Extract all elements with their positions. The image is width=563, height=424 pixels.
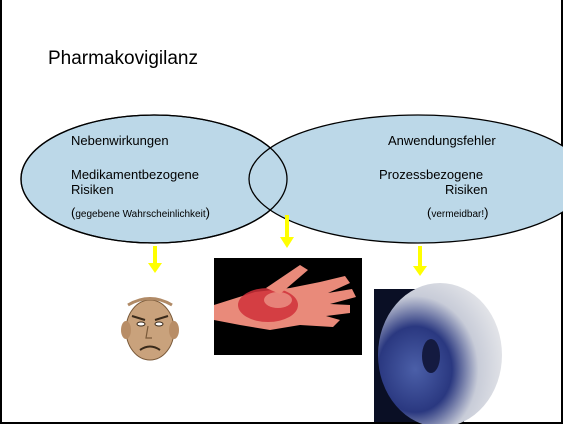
left-circle-label-1: Nebenwirkungen (71, 133, 169, 148)
arrow-left (148, 246, 162, 273)
right-circle-note: (vermeidbar!) (427, 205, 489, 222)
arrow-right (413, 246, 427, 276)
right-circle-label-1: Anwendungsfehler (388, 133, 496, 148)
right-circle-label-2: Prozessbezogene (379, 167, 483, 182)
left-circle-label-3: Risiken (71, 182, 114, 197)
hand-rash-photo (214, 258, 362, 355)
left-circle-label-2: Medikamentbezogene (71, 167, 199, 182)
skin-lesion-photo (374, 283, 502, 424)
left-circle-note: (gegebene Wahrscheinlichkeit) (71, 205, 210, 222)
face-illustration-icon (121, 299, 179, 361)
right-circle-label-3: Risiken (445, 182, 488, 197)
